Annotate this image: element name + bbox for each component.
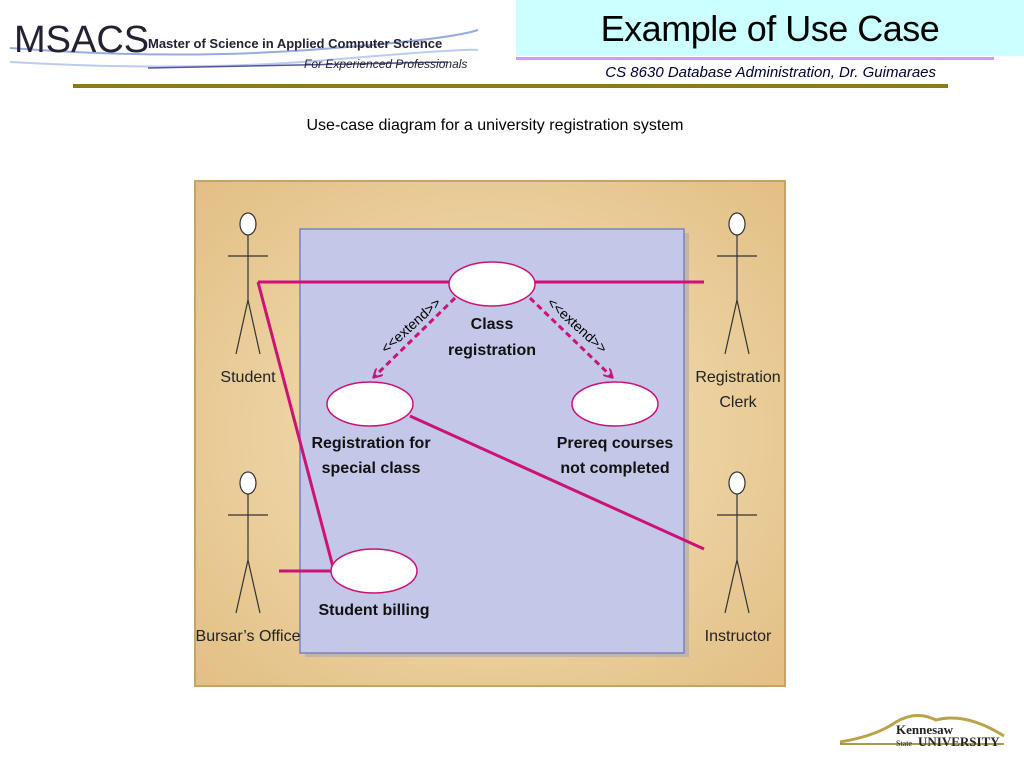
use-case-student-billing (330, 548, 418, 594)
ksu-word-2: State (896, 739, 912, 748)
logo-tagline: For Experienced Professionals (304, 57, 467, 71)
assoc-instructor-special (409, 414, 705, 551)
use-case-prereq (571, 381, 659, 427)
extend-arrow-special (374, 296, 457, 377)
ksu-word-3: UNIVERSITY (918, 734, 1000, 749)
actor-bursar-label: Bursar’s Office (196, 628, 301, 645)
header-divider (73, 84, 948, 88)
label-class-reg-2: registration (448, 342, 536, 359)
label-special-1: Registration for (311, 435, 430, 452)
actor-instructor-label: Instructor (705, 628, 772, 645)
assoc-student-billing (256, 281, 335, 568)
actor-clerk-label-2: Clerk (719, 394, 757, 411)
extend-arrow-prereq (528, 296, 612, 377)
actor-instructor-figure (717, 471, 757, 614)
logo-letters: MSACS (14, 19, 149, 61)
msacs-logo: MSACS Master of Science in Applied Compu… (8, 10, 480, 80)
title-underline (516, 57, 994, 60)
actor-clerk-label-1: Registration (695, 369, 780, 386)
kennesaw-state-logo: Kennesaw State UNIVERSITY (839, 714, 1005, 749)
actor-student-label: Student (220, 369, 276, 386)
ksu-word-1: Kennesaw (896, 722, 954, 737)
slide-title: Example of Use Case (600, 8, 940, 49)
label-prereq-2: not completed (560, 460, 669, 477)
title-banner (516, 0, 1024, 56)
label-class-reg-1: Class (471, 316, 514, 333)
use-case-class-registration (448, 261, 536, 307)
label-special-2: special class (322, 460, 421, 477)
use-case-special-class (326, 381, 414, 427)
diagram-caption: Use-case diagram for a university regist… (306, 117, 684, 134)
actor-clerk-figure (717, 212, 757, 355)
label-prereq-1: Prereq courses (557, 435, 674, 452)
actor-student-figure (228, 212, 268, 355)
msacs-logo-graphic: MSACS Master of Science in Applied Compu… (9, 19, 479, 71)
logo-program-name: Master of Science in Applied Computer Sc… (148, 36, 442, 51)
actor-bursar-figure (228, 471, 268, 614)
label-billing: Student billing (318, 602, 429, 619)
course-subtitle: CS 8630 Database Administration, Dr. Gui… (605, 64, 936, 81)
